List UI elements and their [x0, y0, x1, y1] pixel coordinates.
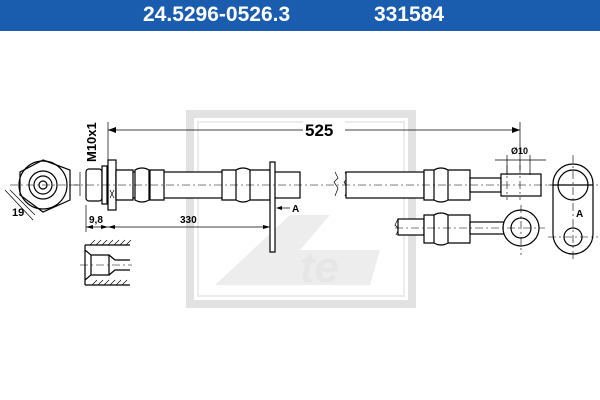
ate-watermark: te	[186, 110, 416, 308]
ate-logo: te	[300, 243, 339, 292]
nut-length-label: 9,8	[89, 215, 103, 226]
thread-label: M10x1	[84, 122, 99, 162]
hose-main	[70, 159, 560, 253]
view-marker-a: A	[292, 204, 299, 215]
hex-end-view	[4, 159, 80, 221]
eye-diameter-label: Ø10	[511, 146, 528, 156]
eye-end-view-a	[548, 155, 598, 262]
hose-eye-side-view	[394, 205, 545, 255]
reference-number: 331584	[374, 3, 445, 26]
view-a-label: A	[576, 209, 583, 220]
bracket-distance-label: 330	[180, 215, 197, 226]
part-number: 24.5296-0526.3	[143, 3, 291, 26]
thread-section-view	[80, 239, 132, 286]
hex-size-label: 19	[12, 207, 24, 219]
total-length-label: 525	[305, 121, 333, 140]
header-bar: 24.5296-0526.3 331584	[0, 0, 600, 31]
